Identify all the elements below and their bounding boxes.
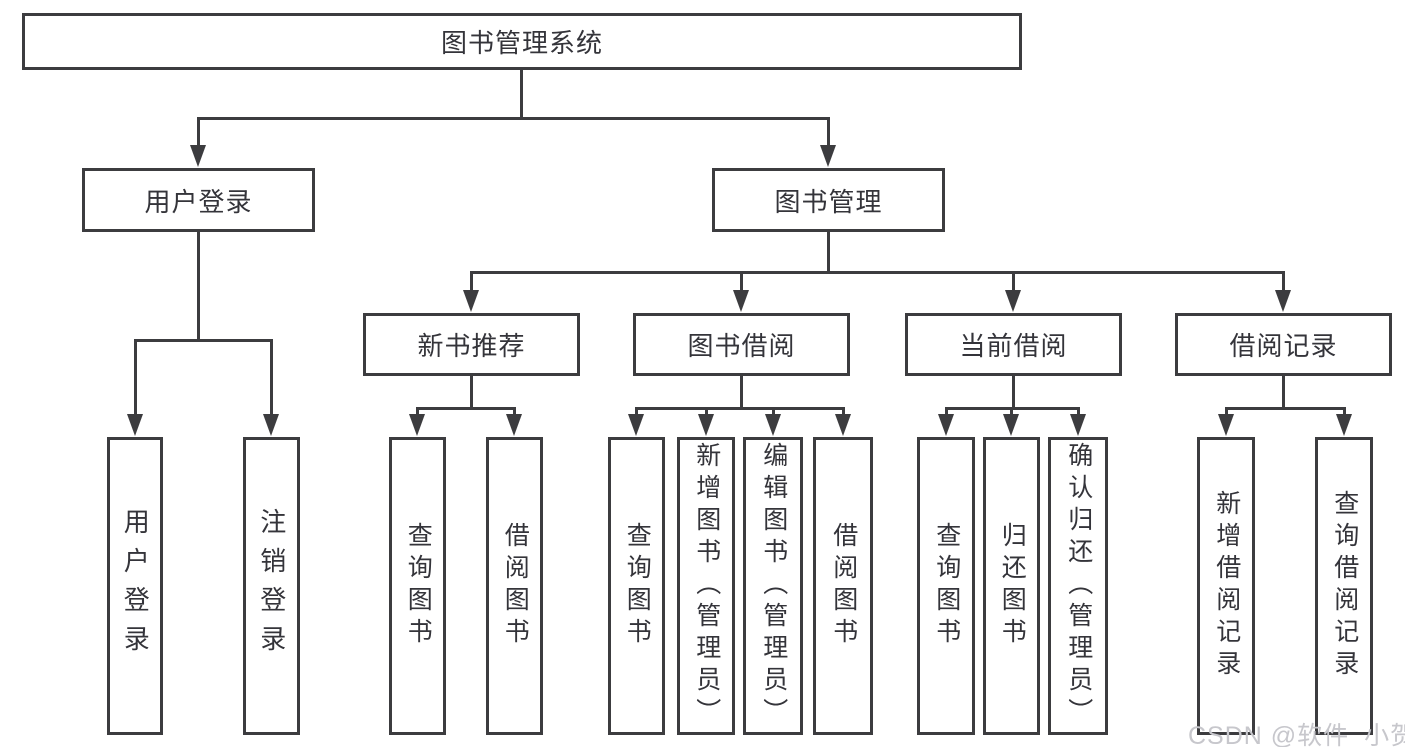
leaf-borrow-books-1-label: 借阅图书 [501, 522, 530, 650]
node-book-borrow-label: 图书借阅 [687, 331, 796, 361]
arrowhead-borrow-records [1275, 290, 1291, 312]
arrowhead-leaf [409, 414, 425, 436]
leaf-confirm-return-admin-label: 确认归还（管理员） [1064, 442, 1093, 730]
leaf-query-borrow-record-label: 查询借阅记录 [1330, 490, 1359, 682]
connector-level3-drop [470, 271, 473, 294]
leaf-query-books-2: 查询图书 [608, 437, 665, 735]
connector-leaf-drop [513, 407, 516, 417]
arrowhead-leaf [1003, 414, 1019, 436]
node-new-book-recommend: 新书推荐 [363, 313, 580, 376]
arrowhead-user-login [190, 145, 206, 167]
connector-leaf-drop [1225, 407, 1228, 417]
arrowhead-leaf [1218, 414, 1234, 436]
arrowhead-leaf [835, 414, 851, 436]
arrowhead-leaf [765, 414, 781, 436]
connector-level3-hline [470, 271, 1285, 274]
leaf-query-borrow-record: 查询借阅记录 [1315, 437, 1373, 735]
watermark-text: CSDN @软件_小贺同学 [1188, 722, 1405, 747]
connector-user-login-hline [134, 339, 273, 342]
connector-level3-drop [740, 271, 743, 294]
node-user-login: 用户登录 [82, 168, 315, 232]
connector-leaf-drop [1010, 407, 1013, 417]
leaf-borrow-books-2: 借阅图书 [813, 437, 873, 735]
node-new-book-recommend-label: 新书推荐 [417, 331, 526, 361]
connector-leaf-drop [1077, 407, 1080, 417]
connector-book-management-stem [827, 232, 830, 274]
node-book-borrow: 图书借阅 [633, 313, 850, 376]
leaf-confirm-return-admin: 确认归还（管理员） [1048, 437, 1108, 735]
leaf-add-books-admin: 新增图书（管理员） [677, 437, 735, 735]
connector-leaf-drop [1343, 407, 1346, 417]
leaf-return-books-label: 归还图书 [998, 522, 1027, 650]
connector-group-stem [740, 376, 743, 410]
connector-leaf-drop [270, 339, 273, 416]
leaf-user-login: 用户登录 [107, 437, 163, 735]
node-borrow-records: 借阅记录 [1175, 313, 1392, 376]
arrowhead-leaf [938, 414, 954, 436]
leaf-add-books-admin-label: 新增图书（管理员） [692, 442, 721, 730]
arrowhead-book-management [820, 145, 836, 167]
leaf-query-books-1-label: 查询图书 [404, 522, 433, 650]
connector-group-stem [470, 376, 473, 410]
connector-level3-drop [1012, 271, 1015, 294]
connector-level3-drop [1282, 271, 1285, 294]
connector-group-hline [635, 407, 845, 410]
leaf-logout: 注销登录 [243, 437, 300, 735]
arrowhead-leaf [698, 414, 714, 436]
leaf-edit-books-admin: 编辑图书（管理员） [743, 437, 803, 735]
node-borrow-records-label: 借阅记录 [1229, 331, 1338, 361]
connector-leaf-drop [945, 407, 948, 417]
arrowhead-leaf [263, 414, 279, 436]
connector-leaf-drop [416, 407, 419, 417]
leaf-query-books-3-label: 查询图书 [932, 522, 961, 650]
connector-leaf-drop [842, 407, 845, 417]
leaf-borrow-books-1: 借阅图书 [486, 437, 543, 735]
node-user-login-label: 用户登录 [144, 186, 253, 217]
node-root-label: 图书管理系统 [440, 28, 603, 58]
connector-user-login-drop [197, 117, 200, 149]
arrowhead-leaf [506, 414, 522, 436]
arrowhead-leaf [127, 414, 143, 436]
connector-group-stem [1012, 376, 1015, 410]
node-book-management-label: 图书管理 [774, 186, 883, 217]
leaf-logout-label: 注销登录 [256, 508, 287, 664]
arrowhead-leaf [1070, 414, 1086, 436]
leaf-add-borrow-record-label: 新增借阅记录 [1212, 490, 1241, 682]
arrowhead-current-borrow [1005, 290, 1021, 312]
leaf-user-login-label: 用户登录 [120, 508, 151, 664]
leaf-borrow-books-2-label: 借阅图书 [829, 522, 858, 650]
leaf-return-books: 归还图书 [983, 437, 1040, 735]
connector-leaf-drop [772, 407, 775, 417]
connector-book-management-drop [827, 117, 830, 149]
leaf-add-borrow-record: 新增借阅记录 [1197, 437, 1255, 735]
connector-group-stem [1282, 376, 1285, 410]
connector-root-stem [520, 70, 523, 119]
arrowhead-leaf [1336, 414, 1352, 436]
leaf-query-books-3: 查询图书 [917, 437, 975, 735]
connector-user-login-stem [197, 232, 200, 342]
connector-level2-hline [197, 117, 830, 120]
node-root: 图书管理系统 [22, 13, 1022, 70]
connector-group-hline [416, 407, 516, 410]
arrowhead-leaf [628, 414, 644, 436]
arrowhead-new-book-recommend [463, 290, 479, 312]
node-current-borrow-label: 当前借阅 [959, 331, 1068, 361]
connector-leaf-drop [705, 407, 708, 417]
node-current-borrow: 当前借阅 [905, 313, 1122, 376]
leaf-edit-books-admin-label: 编辑图书（管理员） [759, 442, 788, 730]
connector-leaf-drop [635, 407, 638, 417]
connector-leaf-drop [134, 339, 137, 416]
connector-group-hline [1225, 407, 1346, 410]
node-book-management: 图书管理 [712, 168, 945, 232]
leaf-query-books-1: 查询图书 [389, 437, 446, 735]
leaf-query-books-2-label: 查询图书 [623, 522, 652, 650]
arrowhead-book-borrow [733, 290, 749, 312]
